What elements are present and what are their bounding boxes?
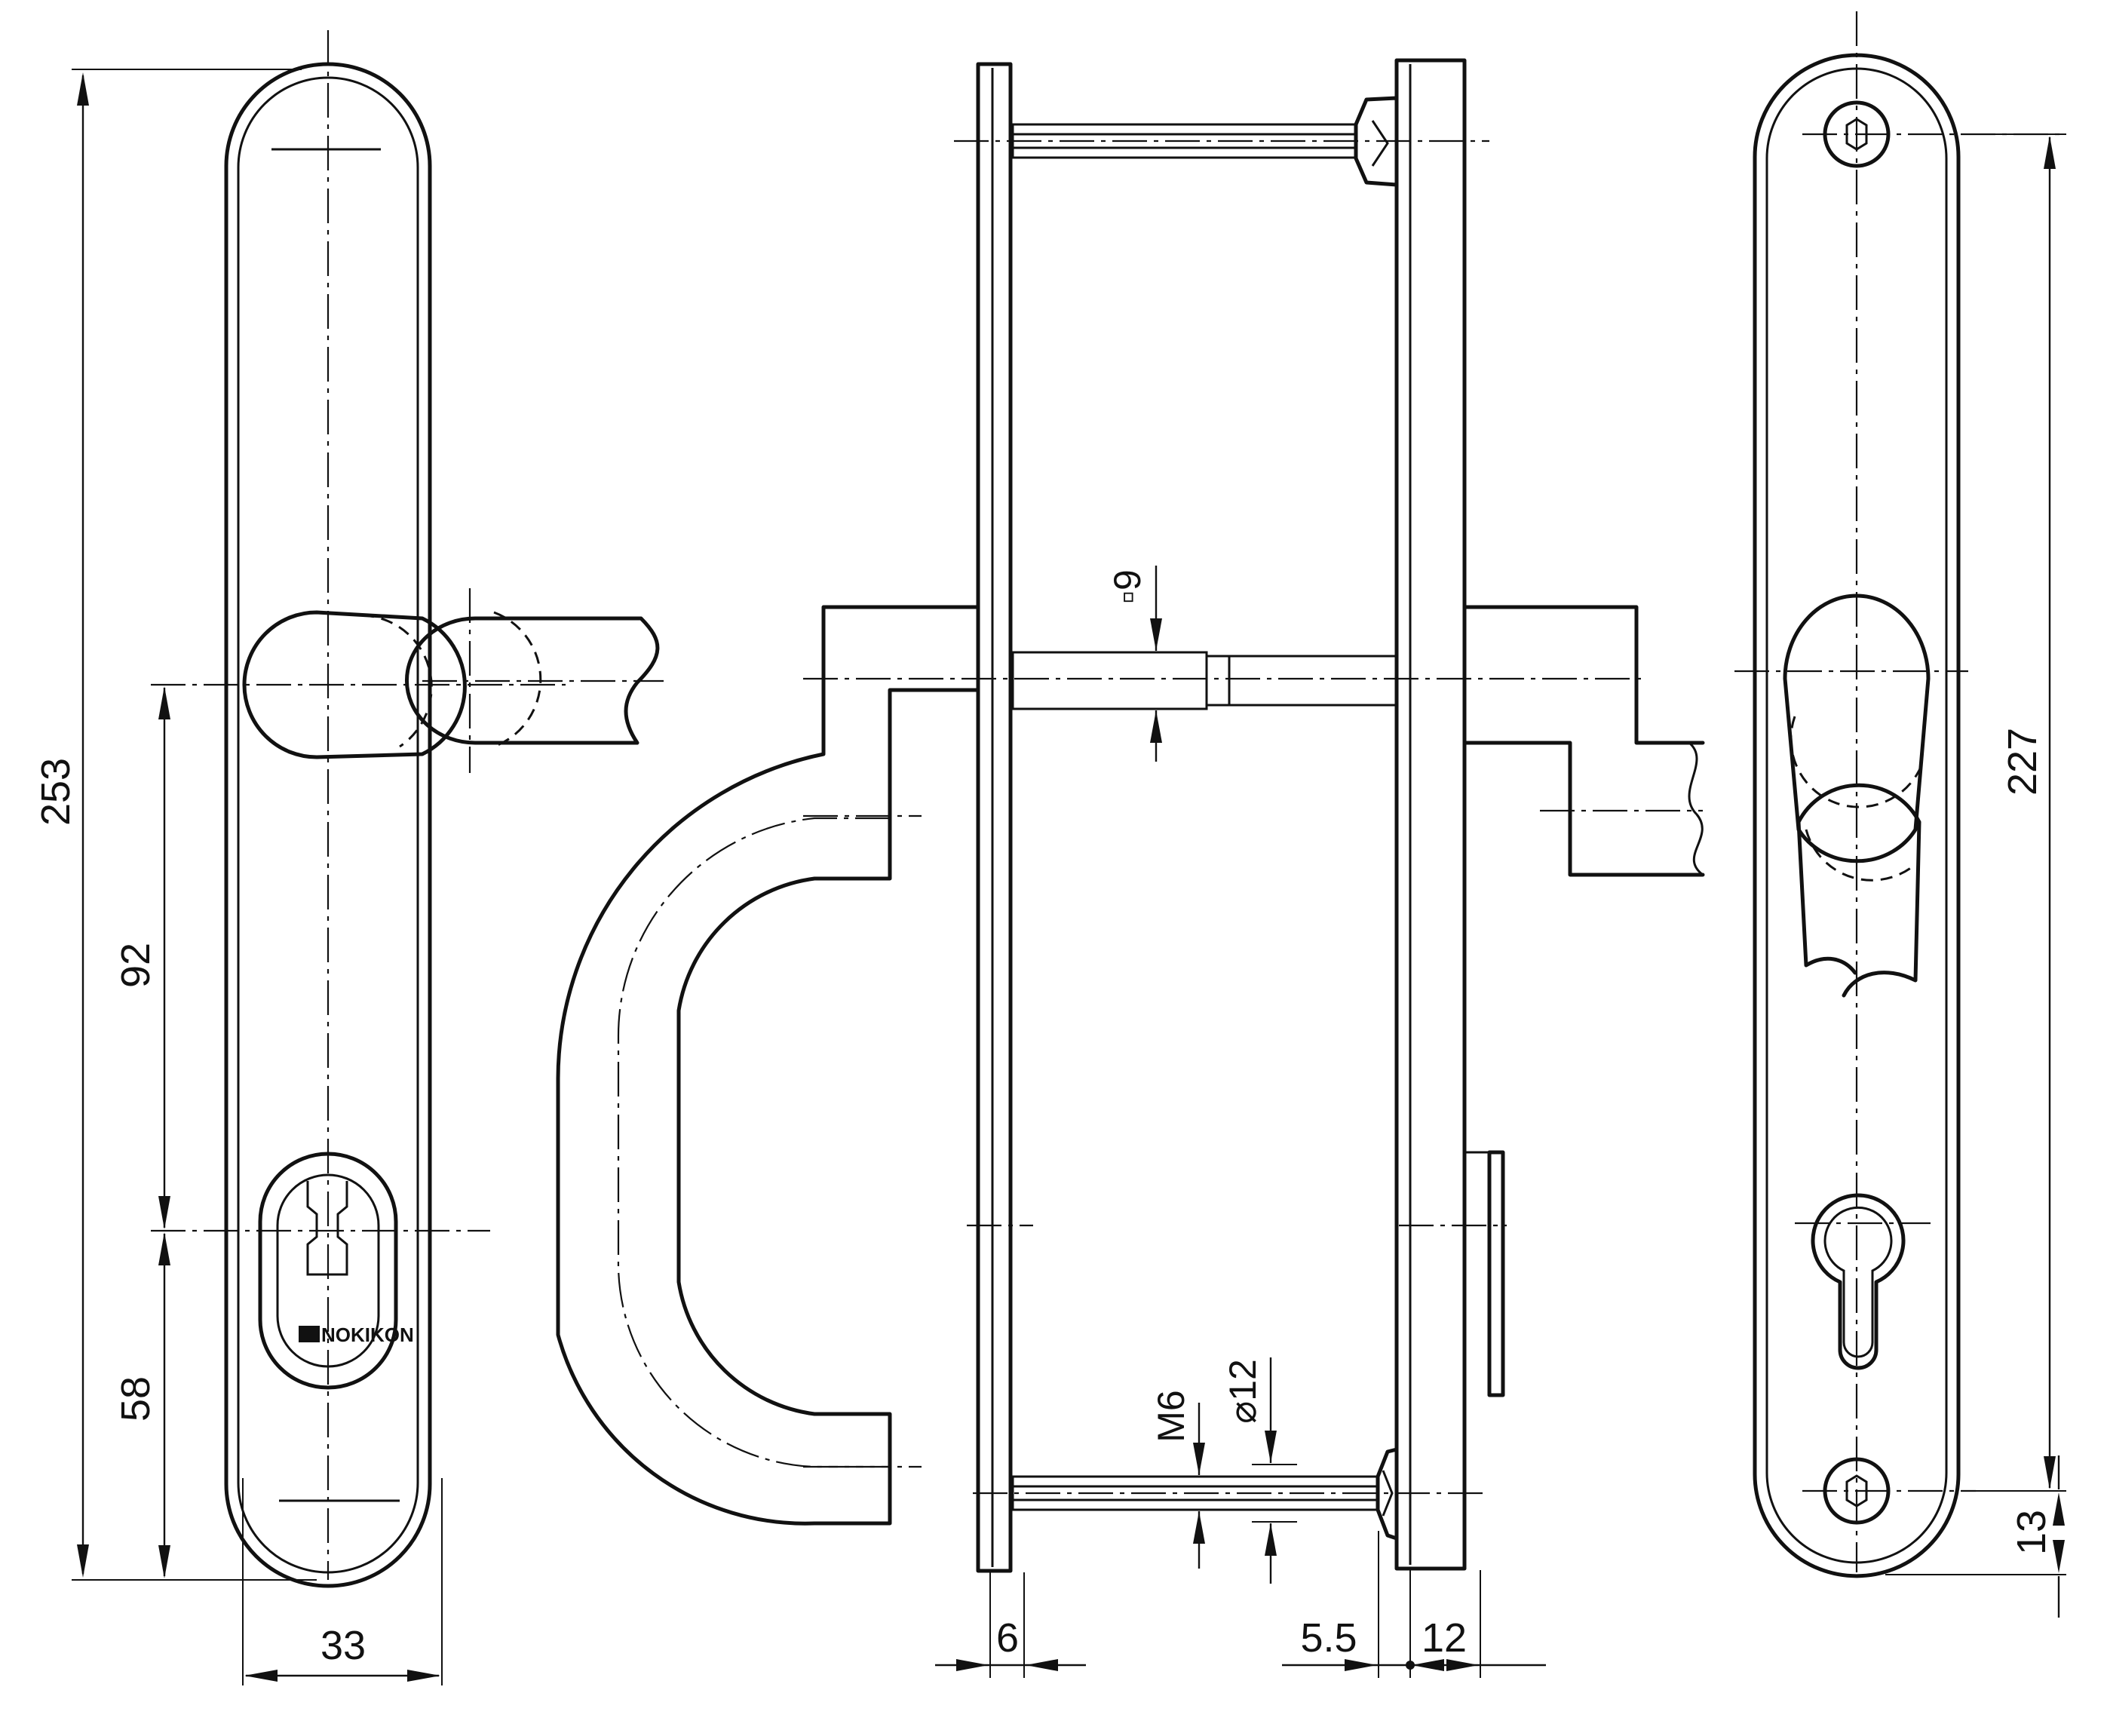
front-cylinder-escutcheon-inner bbox=[276, 1173, 380, 1368]
dim-13-label: 13 bbox=[2009, 1510, 2054, 1555]
dim-55-label: 5.5 bbox=[1300, 1615, 1357, 1661]
front-plate-outer bbox=[224, 62, 432, 1588]
dim-9-arrow-bottom bbox=[1150, 710, 1162, 743]
dim-6-label: 6 bbox=[996, 1615, 1019, 1661]
side-lever-back bbox=[1462, 605, 1705, 877]
front-cylinder-escutcheon bbox=[258, 1152, 398, 1390]
dim-58-arrow-top bbox=[158, 1232, 170, 1265]
side-lever-front-hidden bbox=[617, 817, 890, 1468]
side-back-tab bbox=[1487, 1150, 1505, 1397]
back-bottom-screw-hex bbox=[1845, 1474, 1868, 1507]
side-spindle-right bbox=[1228, 655, 1398, 707]
dim-d12-label: ⌀12 bbox=[1222, 1359, 1264, 1424]
dim-58-arrow-bottom bbox=[158, 1545, 170, 1578]
dim-6-arrow-right bbox=[1026, 1659, 1058, 1671]
dim-55-arrow-right bbox=[1345, 1659, 1377, 1671]
dim-12-arrow-left bbox=[1412, 1659, 1444, 1671]
dim-d12-arrow-bottom bbox=[1265, 1523, 1277, 1556]
back-top-screw-hex bbox=[1845, 118, 1868, 151]
back-plate-outer bbox=[1753, 53, 1961, 1578]
side-spindle-joint bbox=[1205, 655, 1231, 707]
dim-9-arrow-top bbox=[1150, 618, 1162, 651]
front-lever bbox=[404, 616, 660, 745]
side-view: ▫9 M6 ⌀12 bbox=[556, 58, 1705, 1678]
side-top-screw-head bbox=[1354, 96, 1399, 187]
back-plate-inner bbox=[1765, 67, 1948, 1564]
back-lever bbox=[1796, 783, 1921, 998]
side-lever-back-break bbox=[1688, 741, 1704, 876]
dim-m6-label: M6 bbox=[1150, 1390, 1192, 1442]
back-view: 227 13 bbox=[1734, 11, 2066, 1618]
dim-d12-arrow-top bbox=[1265, 1431, 1277, 1463]
dim-33-arrow-right bbox=[407, 1670, 440, 1682]
back-cylinder-hole bbox=[1811, 1193, 1906, 1370]
brand-logo: NOKIKON bbox=[321, 1323, 414, 1346]
side-bottom-screw-slot bbox=[1382, 1470, 1394, 1517]
back-cylinder-hole-inner bbox=[1823, 1206, 1893, 1358]
front-view: NOKIKON 253 92 58 33 bbox=[33, 30, 664, 1685]
dim-9-label: ▫9 bbox=[1106, 569, 1149, 604]
front-cylinder-key bbox=[306, 1181, 348, 1276]
dim-227-arrow-bottom bbox=[2044, 1456, 2056, 1489]
dim-92-arrow-bottom bbox=[158, 1196, 170, 1229]
back-lever-hidden2 bbox=[1805, 829, 1912, 882]
side-lever-front bbox=[556, 605, 980, 1526]
side-back-plate bbox=[1394, 58, 1467, 1571]
dim-12-arrow-right bbox=[1446, 1659, 1479, 1671]
front-plate-inner bbox=[237, 76, 419, 1574]
back-rose bbox=[1783, 593, 1931, 863]
dim-33-arrow-left bbox=[244, 1670, 278, 1682]
dim-92-arrow-top bbox=[158, 686, 170, 719]
front-lever-hidden bbox=[493, 611, 542, 748]
dim-13-arrow-bottom bbox=[2053, 1540, 2065, 1573]
side-spindle-left bbox=[1011, 651, 1208, 710]
brand-logo-box bbox=[299, 1326, 320, 1342]
dim-253-arrow-top bbox=[77, 72, 89, 106]
dim-227-arrow-top bbox=[2044, 136, 2056, 169]
back-lever-hidden bbox=[1790, 716, 1925, 808]
dim-253-label: 253 bbox=[33, 758, 78, 826]
front-rose bbox=[242, 610, 467, 759]
front-rose-hidden bbox=[361, 614, 433, 748]
dim-12-label: 12 bbox=[1422, 1615, 1467, 1661]
side-bottom-screw-head bbox=[1376, 1447, 1399, 1541]
dim-227-label: 227 bbox=[2000, 728, 2045, 796]
dim-253-arrow-bottom bbox=[77, 1544, 89, 1578]
side-front-plate bbox=[976, 62, 1013, 1573]
dim-33-label: 33 bbox=[320, 1623, 366, 1668]
dim-6-arrow-left bbox=[956, 1659, 989, 1671]
dim-m6-arrow-top bbox=[1193, 1443, 1205, 1475]
dim-58-label: 58 bbox=[113, 1376, 158, 1422]
side-top-screw-slot bbox=[1371, 120, 1389, 167]
dim-92-label: 92 bbox=[113, 943, 158, 988]
dim-m6-arrow-bottom bbox=[1193, 1511, 1205, 1544]
dim-13-arrow-top bbox=[2053, 1492, 2065, 1526]
